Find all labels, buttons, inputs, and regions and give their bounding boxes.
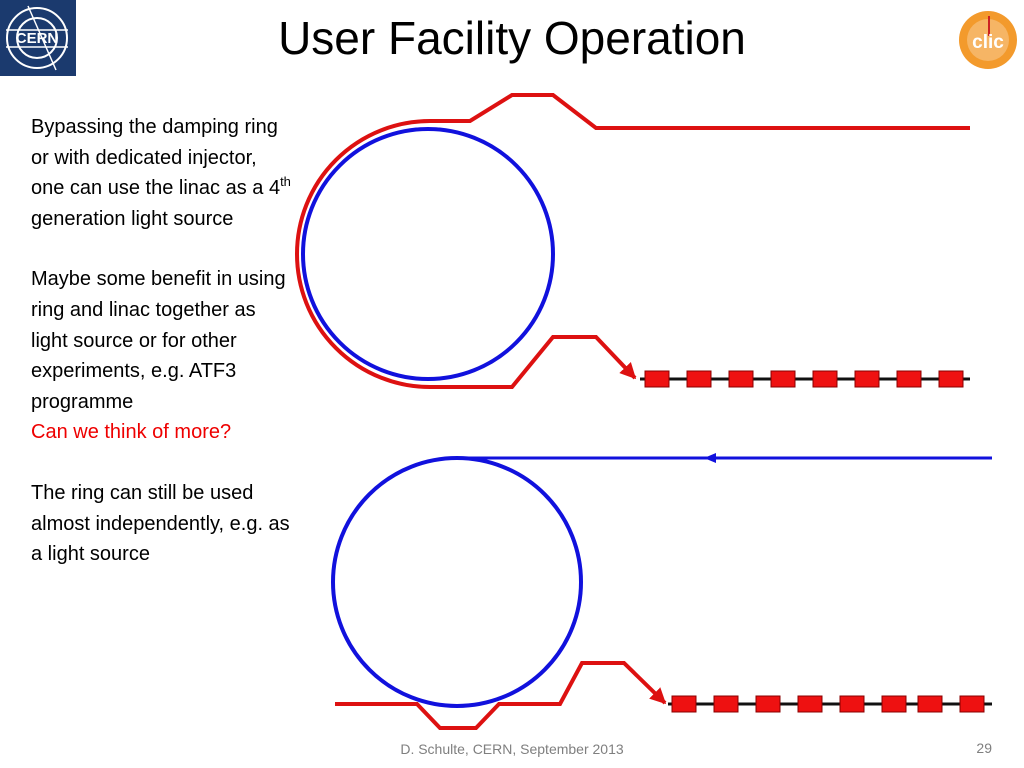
cern-logo-text: CERN — [16, 30, 59, 47]
linac-cavity — [896, 370, 922, 388]
paragraph-1-text-end: generation light source — [31, 207, 234, 230]
linac-cavity — [713, 695, 739, 713]
linac-cavity — [770, 370, 796, 388]
linac-cavity — [938, 370, 964, 388]
slide-page-number: 29 — [976, 740, 992, 756]
linac-cavity — [812, 370, 838, 388]
clic-logo: clic — [959, 11, 1017, 69]
linac-cavity — [671, 695, 697, 713]
paragraph-ring-independent: The ring can still be used almost indepe… — [31, 481, 290, 566]
linac-cavity — [755, 695, 781, 713]
linac-cavity — [797, 695, 823, 713]
linac-cavity — [959, 695, 985, 713]
top-linac-cavities — [644, 370, 964, 388]
paragraph-1-text-start: Bypassing the damping ring or with dedic… — [31, 116, 281, 200]
linac-cavity — [917, 695, 943, 713]
cern-logo: CERN — [0, 0, 76, 76]
linac-cavity — [728, 370, 754, 388]
top-bypass-beamline — [295, 93, 970, 389]
linac-cavity — [644, 370, 670, 388]
top-damping-ring — [301, 127, 555, 381]
paragraph-1-superscript: th — [280, 174, 291, 190]
linac-cavity — [881, 695, 907, 713]
slide-footer: D. Schulte, CERN, September 2013 — [400, 741, 624, 757]
bottom-extraction-arrow — [704, 453, 716, 463]
linac-cavity — [854, 370, 880, 388]
linac-cavity — [839, 695, 865, 713]
bottom-injector-beamline — [335, 661, 667, 730]
paragraph-highlight-question: Can we think of more? — [31, 421, 232, 444]
slide-body-text: Bypassing the damping ring or with dedic… — [31, 112, 293, 570]
bottom-linac-cavities — [671, 695, 985, 713]
paragraph-ring-and-linac: Maybe some benefit in using ring and lin… — [31, 268, 286, 413]
bottom-damping-ring — [331, 456, 583, 708]
paragraph-linac-light-source: Bypassing the damping ring or with dedic… — [31, 112, 293, 234]
slide-title: User Facility Operation — [278, 12, 746, 64]
clic-logo-text: clic — [972, 32, 1004, 53]
linac-cavity — [686, 370, 712, 388]
